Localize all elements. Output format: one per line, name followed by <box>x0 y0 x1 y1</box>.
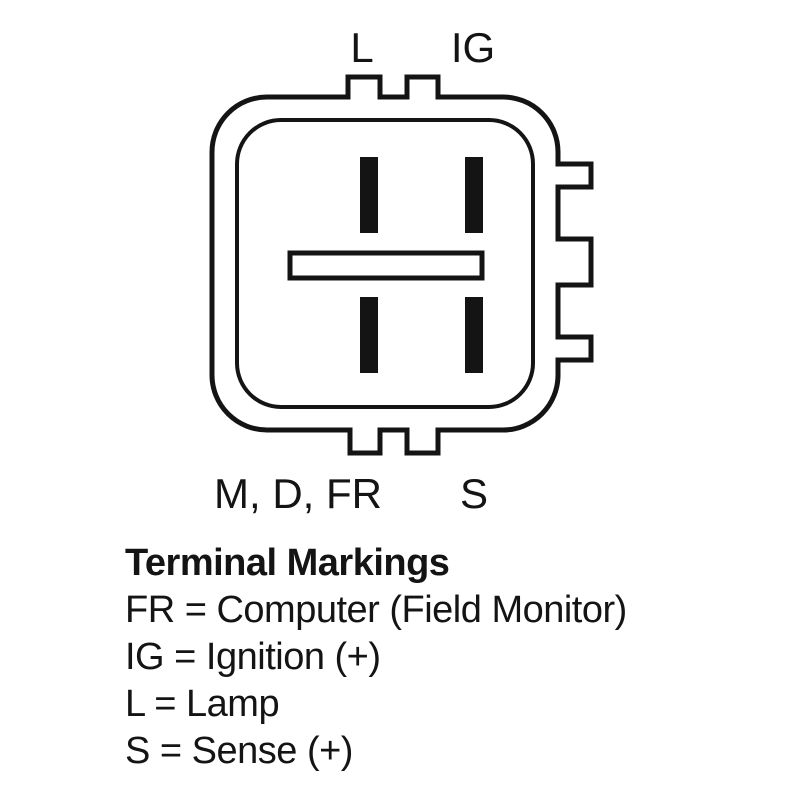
terminal-label-l: L <box>350 24 374 71</box>
terminal-pin-top-left <box>360 157 378 233</box>
legend-entry-fr: FR = Computer (Field Monitor) <box>125 589 627 631</box>
terminal-pin-bottom-right <box>465 297 483 373</box>
terminal-label-s: S <box>459 470 489 517</box>
legend-title: Terminal Markings <box>125 542 450 584</box>
center-key-slot <box>287 250 485 281</box>
terminal-label-ig: IG <box>450 24 496 71</box>
terminal-pin-top-right <box>465 157 483 233</box>
legend-entry-ig: IG = Ignition (+) <box>125 636 381 678</box>
terminal-pin-bottom-left <box>360 297 378 373</box>
terminal-label-m-d-fr: M, D, FR <box>214 470 382 517</box>
legend-entry-l: L = Lamp <box>125 683 280 725</box>
connector-inner-outline <box>235 118 535 409</box>
terminal-markings-legend: Terminal Markings FR = Computer (Field M… <box>125 540 627 775</box>
legend-entry-s: S = Sense (+) <box>125 730 353 772</box>
